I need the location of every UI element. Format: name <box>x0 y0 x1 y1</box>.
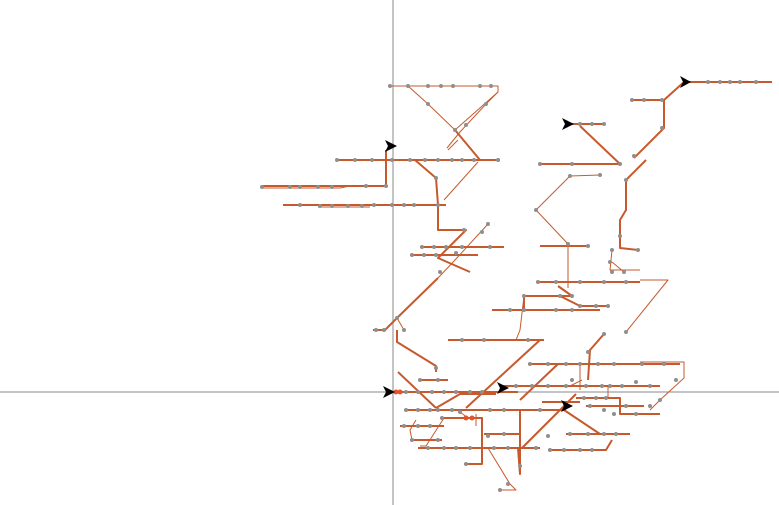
arrow-head-icon <box>562 118 574 130</box>
arrow-head-icon <box>561 400 573 412</box>
arrow-head-icon <box>497 382 509 394</box>
trajectory-nodes <box>260 80 758 492</box>
trajectory-cluster-bottom <box>392 339 685 491</box>
trajectory-cluster-top <box>262 85 500 273</box>
arrow-head-icon <box>385 140 397 152</box>
arrow-head-icon <box>383 386 395 398</box>
trajectory-cluster-top-right <box>535 81 772 288</box>
start-markers <box>383 76 691 412</box>
arrow-head-icon <box>680 76 691 88</box>
highlighted-nodes <box>393 389 475 421</box>
